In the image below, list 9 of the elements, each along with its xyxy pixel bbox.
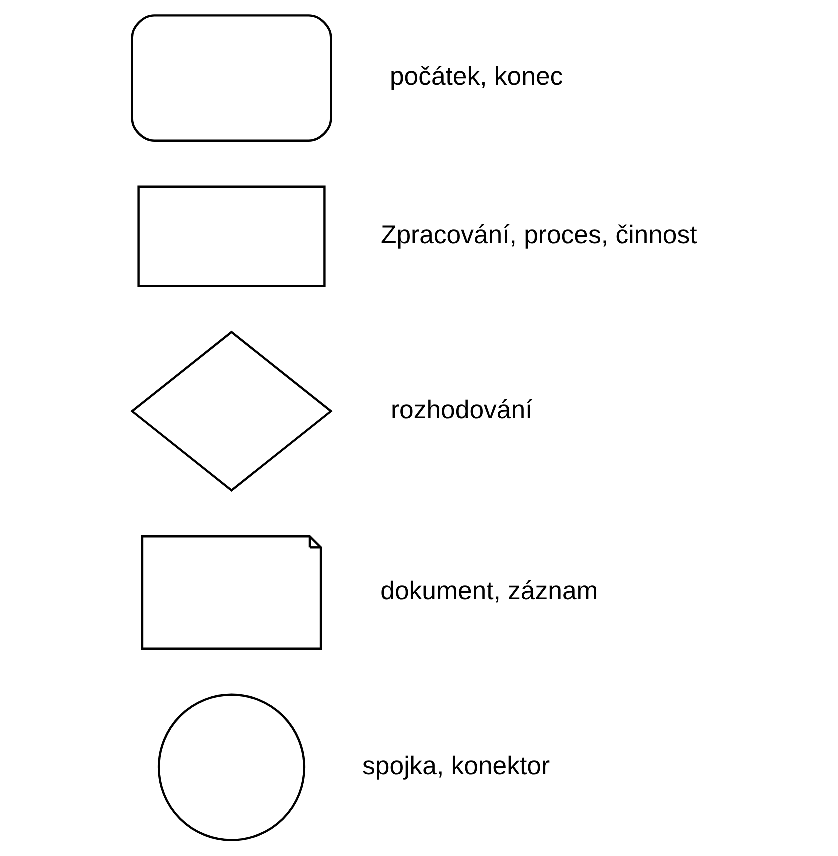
- node-box: [137, 186, 326, 288]
- node-stadium: [130, 14, 332, 142]
- node-diamond: [130, 330, 332, 492]
- node-label: spojka, konektor: [362, 752, 550, 780]
- node-circle: [157, 694, 306, 842]
- node-label: Zpracování, proces, činnost: [380, 221, 697, 250]
- node-label: rozhodování: [390, 396, 532, 424]
- node-label: dokument, záznam: [380, 578, 598, 606]
- node-label: počátek, konec: [389, 63, 563, 92]
